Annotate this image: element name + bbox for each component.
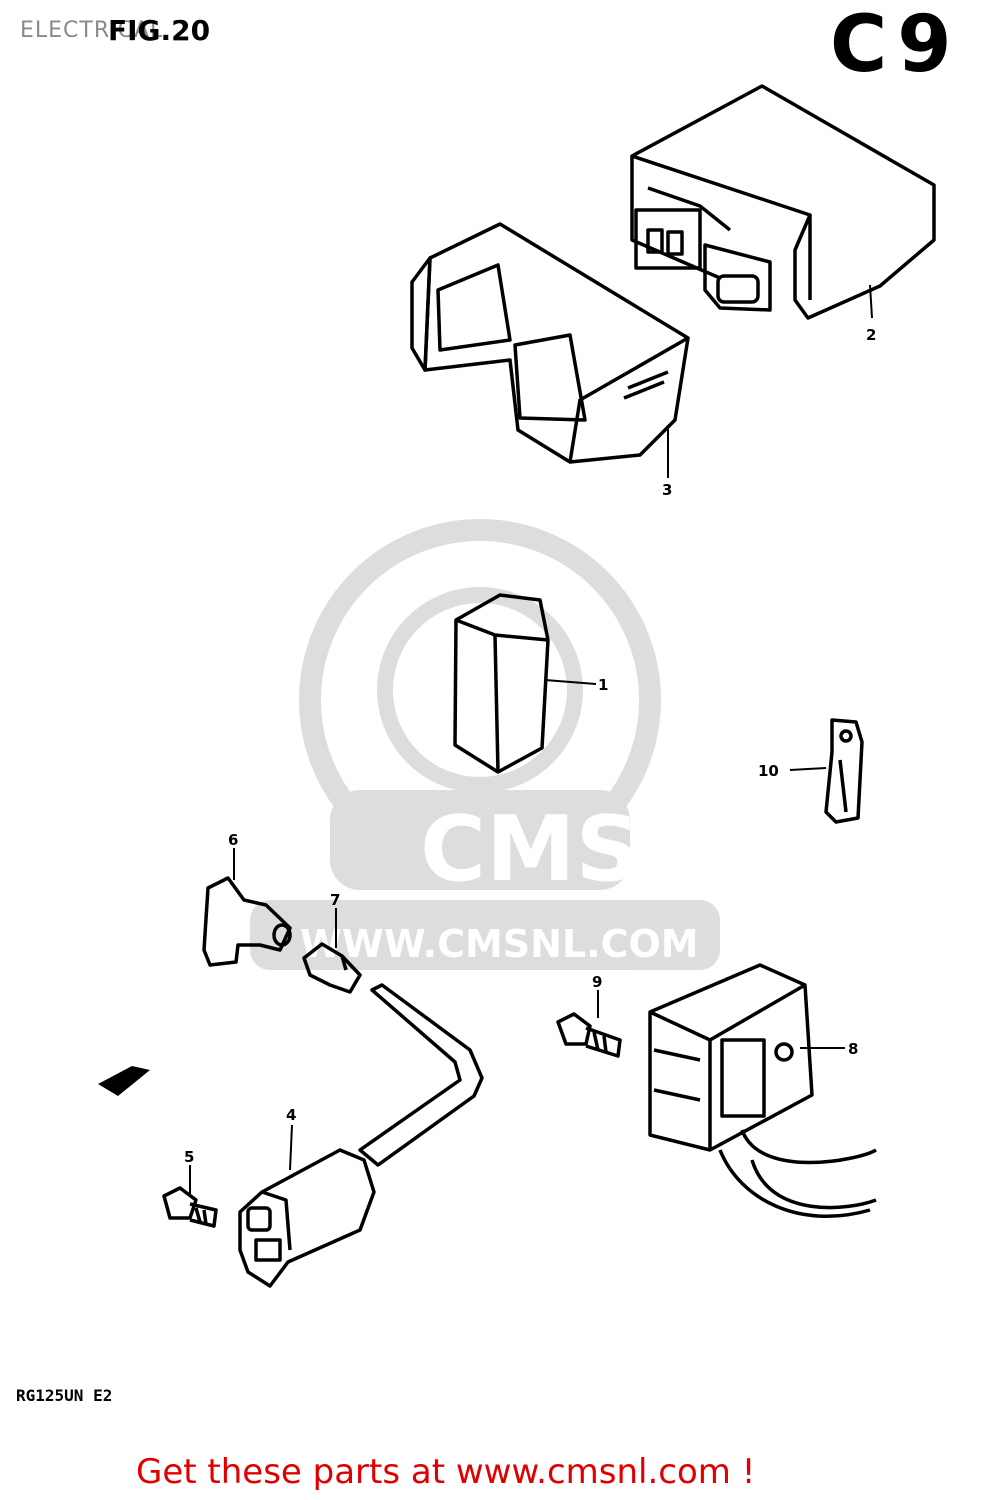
plug-cap-part [202, 876, 292, 967]
bolt-part-small [556, 1012, 622, 1058]
leader-lines [189, 284, 873, 1195]
callout-9: 9 [592, 973, 602, 991]
callout-7: 7 [330, 891, 340, 909]
section-title: ELECTRICAL [20, 18, 164, 43]
callout-3: 3 [662, 481, 672, 499]
cdi-unit-part [630, 84, 936, 320]
callout-1: 1 [598, 676, 608, 694]
front-direction-arrow-icon [98, 1066, 150, 1096]
ignition-coil-part [238, 983, 484, 1288]
callout-10: 10 [758, 762, 779, 780]
callout-8: 8 [848, 1040, 858, 1058]
callout-5: 5 [184, 1148, 194, 1166]
regulator-rectifier-part [648, 963, 877, 1219]
callout-2: 2 [866, 326, 876, 344]
cap-boot-part [302, 942, 362, 994]
clamp-part [824, 718, 864, 824]
watermark-url: WWW.CMSNL.COM [300, 922, 699, 966]
figure-label: FIG.20 [108, 14, 211, 47]
get-parts-link[interactable]: Get these parts at www.cmsnl.com ! [136, 1452, 756, 1492]
watermark-brand: CMS [420, 797, 640, 902]
bolt-part [162, 1186, 218, 1228]
page-code: C9 [830, 0, 962, 90]
model-code: RG125UN E2 [16, 1386, 113, 1405]
watermark-logo [250, 519, 720, 970]
callout-6: 6 [228, 831, 238, 849]
relay-part [453, 593, 550, 774]
callout-4: 4 [286, 1106, 296, 1124]
cdi-cover-part [410, 222, 690, 464]
